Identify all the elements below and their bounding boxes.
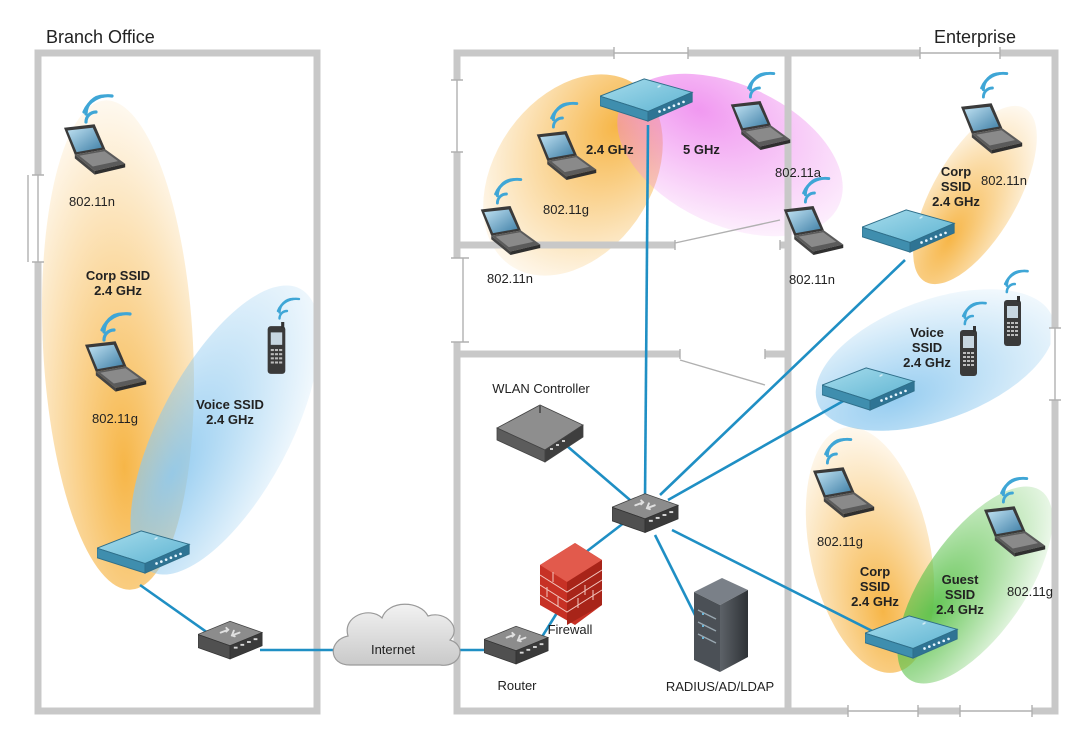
link-switch-ap-br	[671, 528, 891, 642]
link-switch-ap-voice	[667, 398, 846, 502]
wifi-icon	[1003, 269, 1029, 294]
wlan-controller-label: WLAN Controller	[492, 381, 590, 396]
link-controller-switch	[559, 439, 631, 501]
phone-icon	[960, 326, 977, 376]
link-switch-ap-tr	[659, 259, 906, 496]
link-firewall-switch	[581, 520, 626, 557]
enterprise-title: Enterprise	[934, 27, 1017, 47]
internet-label: Internet	[370, 642, 416, 657]
wifi-icon	[980, 71, 1009, 99]
laptop-label: 802.11n	[486, 271, 534, 286]
router-icon	[484, 625, 550, 665]
link-switch-radius	[653, 534, 702, 626]
laptop-label: 802.11g	[91, 411, 139, 426]
laptop-label: 802.11g	[1006, 584, 1054, 599]
internet-cloud	[332, 603, 461, 666]
phone-icon	[1004, 296, 1021, 346]
firewall-icon	[539, 543, 603, 625]
enterprise-corp-tr-coverage	[913, 105, 1037, 285]
branch-office-title: Branch Office	[46, 27, 155, 47]
floor-plan-walls	[34, 49, 1059, 715]
laptop-label: 802.11g	[816, 534, 864, 549]
wall-opening-lines	[27, 47, 1061, 717]
radius-server-icon	[694, 578, 748, 672]
network-links	[139, 124, 906, 652]
radius-label: RADIUS/AD/LDAP	[665, 679, 775, 694]
switch-icon	[198, 620, 264, 660]
frequency-label: 5 GHz	[683, 142, 720, 157]
router-label: Router	[497, 678, 537, 693]
laptop-label: 802.11a	[774, 165, 822, 180]
laptop-label: 802.11g	[542, 202, 590, 217]
laptop-label: 802.11n	[68, 194, 116, 209]
laptop-label: 802.11n	[788, 272, 836, 287]
phone-icon	[267, 322, 286, 374]
link-switch-ap-top	[643, 124, 650, 501]
enterprise-devices	[484, 404, 748, 672]
laptop-label: 802.11n	[980, 173, 1028, 188]
frequency-label: 2.4 GHz	[586, 142, 634, 157]
wlan-controller-icon	[496, 404, 584, 463]
laptop-icon	[783, 206, 844, 255]
firewall-label: Firewall	[547, 622, 593, 637]
